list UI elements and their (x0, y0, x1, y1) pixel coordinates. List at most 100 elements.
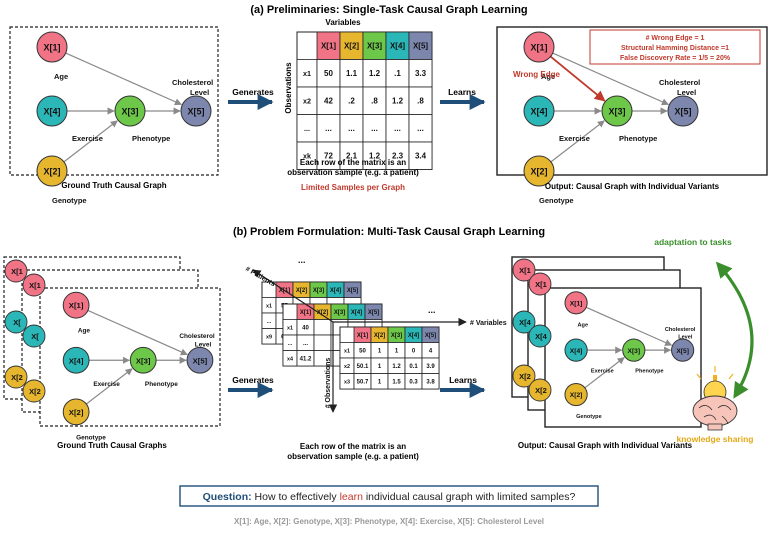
question-part1: How to effectively (252, 491, 340, 503)
matrix-value: 1.2 (369, 152, 381, 161)
generates-label-b: Generates (232, 375, 274, 385)
node-label-x3: X[3] (608, 107, 625, 117)
matrix-value: ... (371, 124, 378, 133)
matrix-value: 1.2 (392, 364, 401, 370)
node-x4 (36, 95, 68, 127)
label-age: Age (54, 72, 68, 81)
stub-node (22, 324, 46, 348)
node-label-x1: X[1] (69, 301, 84, 310)
node-x1 (523, 31, 555, 63)
matrix-value: ... (394, 124, 401, 133)
metric-fdr: False Discovery Rate = 1/5 = 20% (620, 55, 731, 62)
label-exercise: Exercise (591, 368, 614, 374)
matrix-caption-line1: Each row of the matrix is an (300, 158, 406, 167)
matrix-caption-b-line2: observation sample (e.g. a patient) (287, 452, 419, 461)
matrix-value: 1.2 (392, 97, 404, 106)
label-cholesterol-level: Level (677, 88, 696, 97)
node-label-x5: X[5] (676, 348, 689, 355)
causal-edge (87, 309, 188, 356)
dots-right: ... (428, 305, 436, 315)
node-x5 (180, 95, 212, 127)
output-caption-b: Output: Causal Graph with Individual Var… (518, 441, 693, 450)
stub-node (4, 259, 28, 283)
matrix-value: .8 (371, 97, 378, 106)
wrong-edge-arrow (550, 55, 606, 102)
patients-axis-arrow (252, 269, 334, 323)
matrix-value: 1.5 (392, 379, 401, 385)
stub-node-label: X[2 (535, 386, 547, 395)
matrix-header: X[5] (413, 42, 428, 51)
ground-truth-caption-b: Ground Truth Causal Graphs (57, 441, 167, 450)
wrong-edge-label: Wrong Edge (513, 70, 561, 79)
variables-axis-label: # Variables (470, 320, 507, 327)
node-x1 (36, 31, 68, 63)
matrix-value: ... (348, 124, 355, 133)
node-label-x2: X[2] (69, 408, 84, 417)
adaptation-label: adaptation to tasks (654, 237, 732, 247)
label-phenotype: Phenotype (619, 134, 657, 143)
node-x5 (671, 338, 695, 362)
node-label-x2: X[2] (570, 392, 583, 399)
matrix-value: 3.3 (415, 69, 427, 78)
stub-node (4, 310, 28, 334)
matrix-row-label: x2 (303, 97, 311, 106)
matrix-row-label: ... (267, 319, 272, 325)
node-x5 (186, 346, 214, 374)
label-cholesterol-level: Level (195, 341, 212, 348)
causal-edge (550, 120, 605, 163)
matrix-header: X[2] (344, 42, 359, 51)
matrix-value: 3.9 (426, 364, 435, 370)
matrix-value: 3.4 (415, 152, 427, 161)
stub-node-label: X[2 (519, 372, 531, 381)
node-x1 (62, 291, 90, 319)
matrix-value: 50.7 (357, 379, 369, 385)
stub-node-label: X[1 (535, 280, 547, 289)
node-label-x2: X[2] (43, 167, 60, 177)
observations-axis-label: # Observations (325, 358, 332, 409)
node-label-x1: X[1] (570, 300, 583, 307)
knowledge-sharing-label: knowledge sharing (677, 434, 754, 444)
matrix-value: 41.2 (300, 356, 312, 362)
label-phenotype: Phenotype (145, 381, 178, 388)
node-x2 (36, 155, 68, 187)
matrix-header: X[3] (367, 42, 382, 51)
matrix-cell (421, 373, 440, 390)
matrix-row-label: x1 (303, 69, 311, 78)
label-cholesterol: Cholesterol (659, 78, 700, 87)
matrix-row-label: x1 (344, 348, 350, 354)
label-cholesterol: Cholesterol (665, 327, 696, 333)
question-part2: individual causal graph with limited sam… (363, 491, 576, 503)
matrix-value: 50 (324, 69, 333, 78)
matrix-row-label: x1 (287, 325, 293, 331)
stub-node (22, 379, 46, 403)
stub-node (528, 378, 552, 402)
matrix-value: 40 (302, 325, 309, 331)
output-stubs: X[1X[1X[4X[4X[2X[2 (512, 258, 552, 402)
stub-node-label: X[2 (29, 387, 41, 396)
node-label-x5: X[5] (193, 356, 208, 365)
node-x4 (564, 338, 588, 362)
matrix-value: 3.8 (426, 379, 435, 385)
matrix-value: .1 (394, 69, 401, 78)
stub-node-label: X[ (13, 318, 21, 327)
question-box (179, 485, 599, 507)
section-b-title: (b) Problem Formulation: Multi-Task Caus… (233, 226, 545, 238)
label-cholesterol-level: Level (678, 334, 693, 340)
node-x3 (129, 346, 157, 374)
node-label-x5: X[5] (187, 107, 204, 117)
node-x3 (601, 95, 633, 127)
matrix-row-label: x9 (266, 334, 272, 340)
learns-label-a: Learns (448, 87, 476, 97)
matrix-value: 42 (324, 97, 333, 106)
causal-edge (63, 120, 118, 163)
stub-node-label: X[1 (29, 281, 41, 290)
node-label-x4: X[4] (43, 107, 60, 117)
causal-edge (65, 52, 183, 106)
label-exercise: Exercise (72, 134, 103, 143)
stub-node (528, 324, 552, 348)
